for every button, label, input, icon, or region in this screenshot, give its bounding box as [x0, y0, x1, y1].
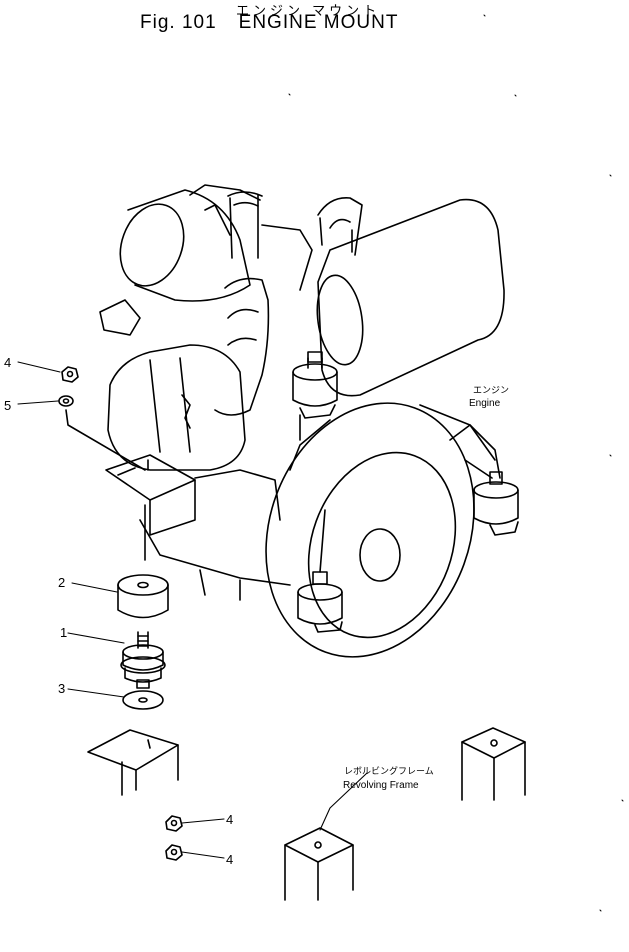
revolving-frame-label: Revolving Frame: [343, 780, 419, 791]
nut-part-4-mid: [165, 815, 183, 832]
callout-part-3: 3: [58, 681, 66, 696]
mount-lower-center: [297, 571, 343, 633]
callout-part-2: 2: [58, 575, 66, 590]
figure-title: Fig. 101 ENGINE MOUNT: [140, 12, 398, 34]
mount-top-center: [292, 351, 338, 419]
frame-pedestal-left: [87, 729, 179, 796]
engine-label: Engine: [469, 398, 501, 409]
nut-part-4-top: [61, 366, 79, 383]
engine-label-japanese: エンジン: [473, 386, 510, 396]
washer-part-5: [58, 395, 74, 407]
flywheel-housing: [265, 402, 475, 658]
scan-specks: [288, 14, 624, 912]
muffler: [317, 198, 505, 397]
washer-leader: [65, 409, 146, 471]
figure-title-text: ENGINE MOUNT: [238, 12, 399, 33]
exhaust-elbow: [317, 197, 363, 256]
plate-washer-part-3: [122, 690, 164, 710]
frame-pedestal-right-bottom: [284, 827, 354, 901]
figure-number: Fig. 101: [140, 12, 217, 33]
air-cleaner-left-body: [127, 189, 251, 302]
callout-part-4-mid: 4: [226, 812, 234, 827]
callout-leaders: [17, 361, 368, 859]
air-cleaner-left: [119, 203, 185, 287]
cooling-fan: [99, 299, 141, 336]
callout-part-5: 5: [4, 398, 12, 413]
crankcase-left: [107, 344, 246, 471]
revolving-frame-label-japanese: レボルビングフレーム: [344, 767, 434, 777]
mount-guide-lines: [299, 414, 493, 573]
callout-part-4-top: 4: [4, 355, 12, 370]
engine-body: [204, 204, 313, 291]
mount-right: [473, 471, 519, 536]
right-bracket: [449, 424, 501, 479]
left-mount-bracket: [105, 454, 196, 536]
engine-assembly: [99, 184, 505, 658]
frame-pedestal-right-top: [461, 727, 526, 801]
mount-part-1: [120, 631, 166, 689]
cushion-part-2: [117, 574, 169, 619]
callout-part-4-bottom: 4: [226, 852, 234, 867]
callout-part-1: 1: [60, 625, 68, 640]
oil-pan: [139, 469, 291, 586]
nut-part-4-bottom: [165, 844, 183, 861]
figure-title-japanese: エンジン マウント: [236, 4, 381, 19]
